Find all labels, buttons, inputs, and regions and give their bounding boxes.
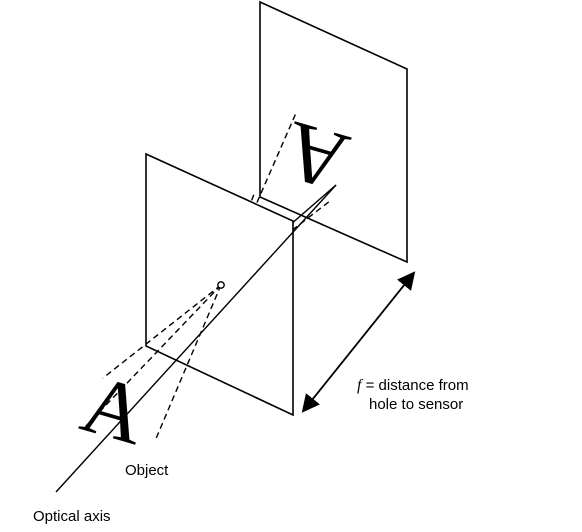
object-letter: A [72,357,156,463]
object-label: Object [125,462,169,479]
optical-axis-label: Optical axis [33,508,111,525]
sensor-plane [259,0,408,264]
projection-rays-front [84,284,222,442]
image-letter-inverted: A [273,103,357,209]
focal-distance-arrow [301,271,416,413]
focal-label-line2: hole to sensor [369,396,463,413]
pinhole [217,281,225,289]
focal-length-symbol: f [357,377,364,394]
focal-label-line1: = distance from [361,377,468,394]
focal-distance-label: f = distance from [357,377,469,394]
optical-axis-line [55,184,337,493]
